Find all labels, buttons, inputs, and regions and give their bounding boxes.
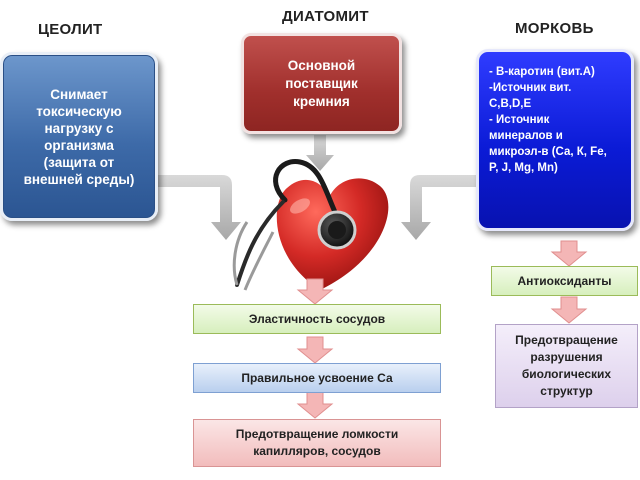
elasticity-box: Эластичность сосудов <box>193 304 441 334</box>
heart-stethoscope-illustration <box>232 159 389 291</box>
prevention-line-1: Предотвращение <box>515 333 618 347</box>
calcium-label: Правильное усвоение Са <box>241 371 393 385</box>
antioxidants-label: Антиоксиданты <box>517 274 612 288</box>
calcium-box: Правильное усвоение Са <box>193 363 441 393</box>
zeolite-line-4: организма <box>44 137 114 153</box>
carrot-line-4: - Источник <box>489 114 550 126</box>
carrot-box: - В-каротин (вит.А) -Источник вит. С,В,D… <box>476 49 634 231</box>
zeolite-line-1: Снимает <box>50 86 108 102</box>
pink-arrow-to-capillaries <box>296 391 334 419</box>
prevention-line-2: разрушения <box>530 350 603 364</box>
pink-arrow-to-prevention <box>550 296 588 324</box>
antioxidants-box: Антиоксиданты <box>491 266 638 296</box>
zeolite-box: Снимает токсическую нагрузку с организма… <box>0 52 158 221</box>
elasticity-label: Эластичность сосудов <box>248 312 386 326</box>
diatomite-box: Основной поставщик кремния <box>241 33 402 134</box>
carrot-line-1: - В-каротин (вит.А) <box>489 66 595 78</box>
prevention-box: Предотвращение разрушения биологических … <box>495 324 638 408</box>
stethoscope-icon <box>232 159 357 291</box>
header-zeolite: ЦЕОЛИТ <box>38 21 103 38</box>
diatomite-line-2: поставщик <box>285 75 358 91</box>
carrot-line-6: микроэл-в (Са, К, Fe, <box>489 146 607 158</box>
diatomite-line-3: кремния <box>293 93 350 109</box>
prevention-line-3: биологических <box>521 367 612 381</box>
carrot-line-2: -Источник вит. <box>489 82 572 94</box>
prevention-line-4: структур <box>540 384 593 398</box>
diatomite-line-1: Основной <box>287 57 356 73</box>
capillaries-line-1: Предотвращение ломкости <box>235 427 399 441</box>
carrot-line-7: P, J, Mg, Mn) <box>489 162 558 174</box>
grey-arrow-center <box>306 135 334 171</box>
header-diatomite: ДИАТОМИТ <box>282 8 369 25</box>
zeolite-line-2: токсическую <box>36 103 122 119</box>
grey-arrow-right <box>401 175 480 240</box>
carrot-line-5: минералов и <box>489 130 563 142</box>
capillaries-line-2: капилляров, сосудов <box>253 444 381 458</box>
zeolite-line-3: нагрузку с <box>44 120 114 136</box>
pink-arrow-to-calcium <box>296 336 334 364</box>
zeolite-line-5: (защита от <box>43 154 115 170</box>
header-carrot: МОРКОВЬ <box>515 20 594 37</box>
pink-arrow-to-elasticity <box>296 278 334 305</box>
pink-arrow-to-antioxidants <box>550 240 588 267</box>
grey-arrow-left <box>150 175 241 240</box>
zeolite-line-6: внешней среды) <box>23 171 135 187</box>
capillaries-box: Предотвращение ломкости капилляров, сосу… <box>193 419 441 467</box>
carrot-line-3: С,В,D,E <box>489 98 532 110</box>
